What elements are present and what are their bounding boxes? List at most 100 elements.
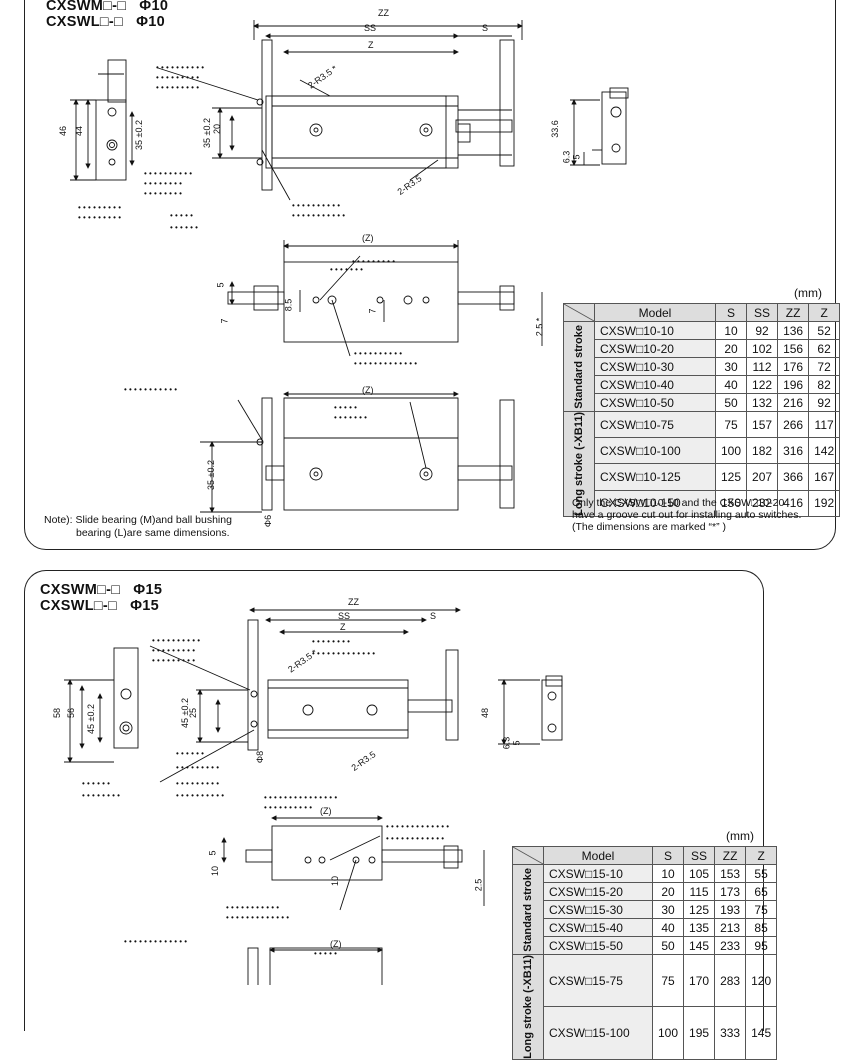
dim-2-5-label-15: 2.5 — [473, 878, 484, 892]
value-cell: 120 — [745, 953, 778, 1008]
svg-text:• • • • • • • • •: • • • • • • • • • — [78, 213, 121, 222]
dim-zparen-10: (Z) — [362, 233, 374, 243]
value-cell: 75 — [651, 953, 685, 1008]
value-cell: 176 — [777, 357, 810, 376]
col-header-s-15: S — [651, 846, 685, 865]
svg-text:• • • • • • • • • •: • • • • • • • • • • — [292, 201, 340, 210]
value-cell: 333 — [714, 1006, 747, 1060]
value-cell: 150 — [714, 489, 748, 517]
dim-58-label: 58 — [52, 707, 63, 719]
value-cell: 366 — [777, 463, 810, 491]
value-cell: 135 — [683, 918, 716, 937]
svg-text:S: S — [430, 611, 436, 621]
model-cell: CXSW□15-30 — [543, 900, 653, 919]
phi10-group-group_standard: Standard stroke — [563, 321, 595, 412]
value-cell: 207 — [746, 463, 779, 491]
right-end-view — [570, 87, 629, 166]
model-cell: CXSW□10-10 — [594, 321, 716, 340]
value-cell: 30 — [651, 900, 685, 919]
phi15-group-group_standard: Standard stroke — [512, 864, 544, 955]
dim-zparen-10b: (Z) — [362, 385, 374, 395]
value-cell: 132 — [746, 393, 779, 412]
svg-text:• • • • • • • •: • • • • • • • • — [144, 189, 182, 198]
model-cell: CXSW□15-75 — [543, 953, 653, 1008]
footnote-line3: (The dimensions are marked “*” ) — [572, 521, 727, 533]
svg-text:• • • • • •: • • • • • • — [176, 749, 204, 758]
main-top-view-15 — [149, 607, 461, 783]
dim-z-10: Z — [368, 40, 374, 50]
value-cell: 195 — [683, 1006, 716, 1060]
value-cell: 283 — [714, 953, 747, 1008]
svg-text:Z: Z — [340, 622, 346, 632]
svg-text:• • • • • • • • •: • • • • • • • • • — [352, 257, 395, 266]
value-cell: 92 — [808, 393, 841, 412]
model-cell: CXSW□10-100 — [594, 437, 716, 465]
svg-text:• • • • • • • • •: • • • • • • • • • — [176, 763, 219, 772]
note-line1: Note): Slide bearing (M)and ball bushing — [44, 514, 232, 526]
model-cell: CXSW□10-30 — [594, 357, 716, 376]
value-cell: 173 — [714, 882, 747, 901]
value-cell: 55 — [745, 864, 778, 883]
side-view-left — [70, 59, 135, 181]
svg-text:• • • • • • • • •: • • • • • • • • • — [78, 203, 121, 212]
svg-text:• • • • •: • • • • • — [314, 949, 337, 958]
svg-text:• • • • • • • • • • • • •: • • • • • • • • • • • • • — [386, 822, 449, 831]
value-cell: 416 — [777, 489, 810, 517]
panel1-title-line1: CXSWM□-□ Φ10 — [46, 0, 169, 14]
svg-text:• • • • •: • • • • • — [334, 403, 357, 412]
value-cell: 117 — [808, 410, 841, 439]
value-cell: 125 — [683, 900, 716, 919]
dim-48-label: 48 — [480, 707, 491, 719]
svg-text:• • • • • •: • • • • • • — [82, 779, 110, 788]
svg-text:• • • • • • • • • •: • • • • • • • • • • — [156, 63, 204, 72]
value-cell: 316 — [777, 437, 810, 465]
svg-text:• • • • • • • • • • • • •: • • • • • • • • • • • • • — [312, 649, 375, 658]
value-cell: 153 — [714, 864, 747, 883]
model-cell: CXSW□10-75 — [594, 410, 716, 439]
dim-45-label: 45 ±0.2 — [85, 704, 96, 734]
unit-label-10: (mm) — [794, 286, 822, 300]
svg-text:SS: SS — [338, 611, 350, 621]
value-cell: 65 — [745, 882, 778, 901]
svg-text:• • • • • • • •: • • • • • • • • — [82, 791, 120, 800]
value-cell: 136 — [777, 321, 810, 340]
panel2-title-line1: CXSWM□-□ Φ15 — [40, 582, 163, 598]
svg-text:ZZ: ZZ — [348, 597, 359, 607]
value-cell: 100 — [651, 1006, 685, 1060]
dim-s-10: S — [482, 23, 488, 33]
group-label: Long stroke (-XB11) — [522, 955, 534, 1059]
svg-text:• • • • • • • • •: • • • • • • • • • — [176, 779, 219, 788]
group-label: Standard stroke — [522, 867, 534, 952]
dim-ss-10: SS — [364, 23, 376, 33]
panel2-drawing: • • • • • • • • • • • • • • • • • • • • … — [64, 597, 563, 985]
svg-text:• • • • • • •: • • • • • • • — [330, 265, 363, 274]
dim-10-label: 10 — [210, 865, 221, 877]
value-cell: 105 — [683, 864, 716, 883]
col-header-model: Model — [594, 303, 716, 322]
value-cell: 145 — [683, 936, 716, 955]
svg-text:• • • • • • • • • •: • • • • • • • • • • — [176, 791, 224, 800]
value-cell: 142 — [808, 437, 841, 465]
svg-text:(Z): (Z) — [330, 939, 342, 949]
note-line2: bearing (L)are same dimensions. — [76, 527, 230, 539]
svg-text:• • • • • • • • • • • •: • • • • • • • • • • • • — [386, 834, 444, 843]
value-cell: 10 — [714, 321, 748, 340]
model-cell: CXSW□15-20 — [543, 882, 653, 901]
col-header-zz-15: ZZ — [714, 846, 747, 865]
value-cell: 193 — [714, 900, 747, 919]
svg-text:• • • • • • • • • • • • •: • • • • • • • • • • • • • — [226, 913, 289, 922]
table-corner — [563, 303, 595, 322]
svg-text:• • • • • • • • • • • • •: • • • • • • • • • • • • • — [124, 937, 187, 946]
model-cell: CXSW□15-100 — [543, 1006, 653, 1060]
dim-25-label: 25 — [188, 707, 199, 719]
